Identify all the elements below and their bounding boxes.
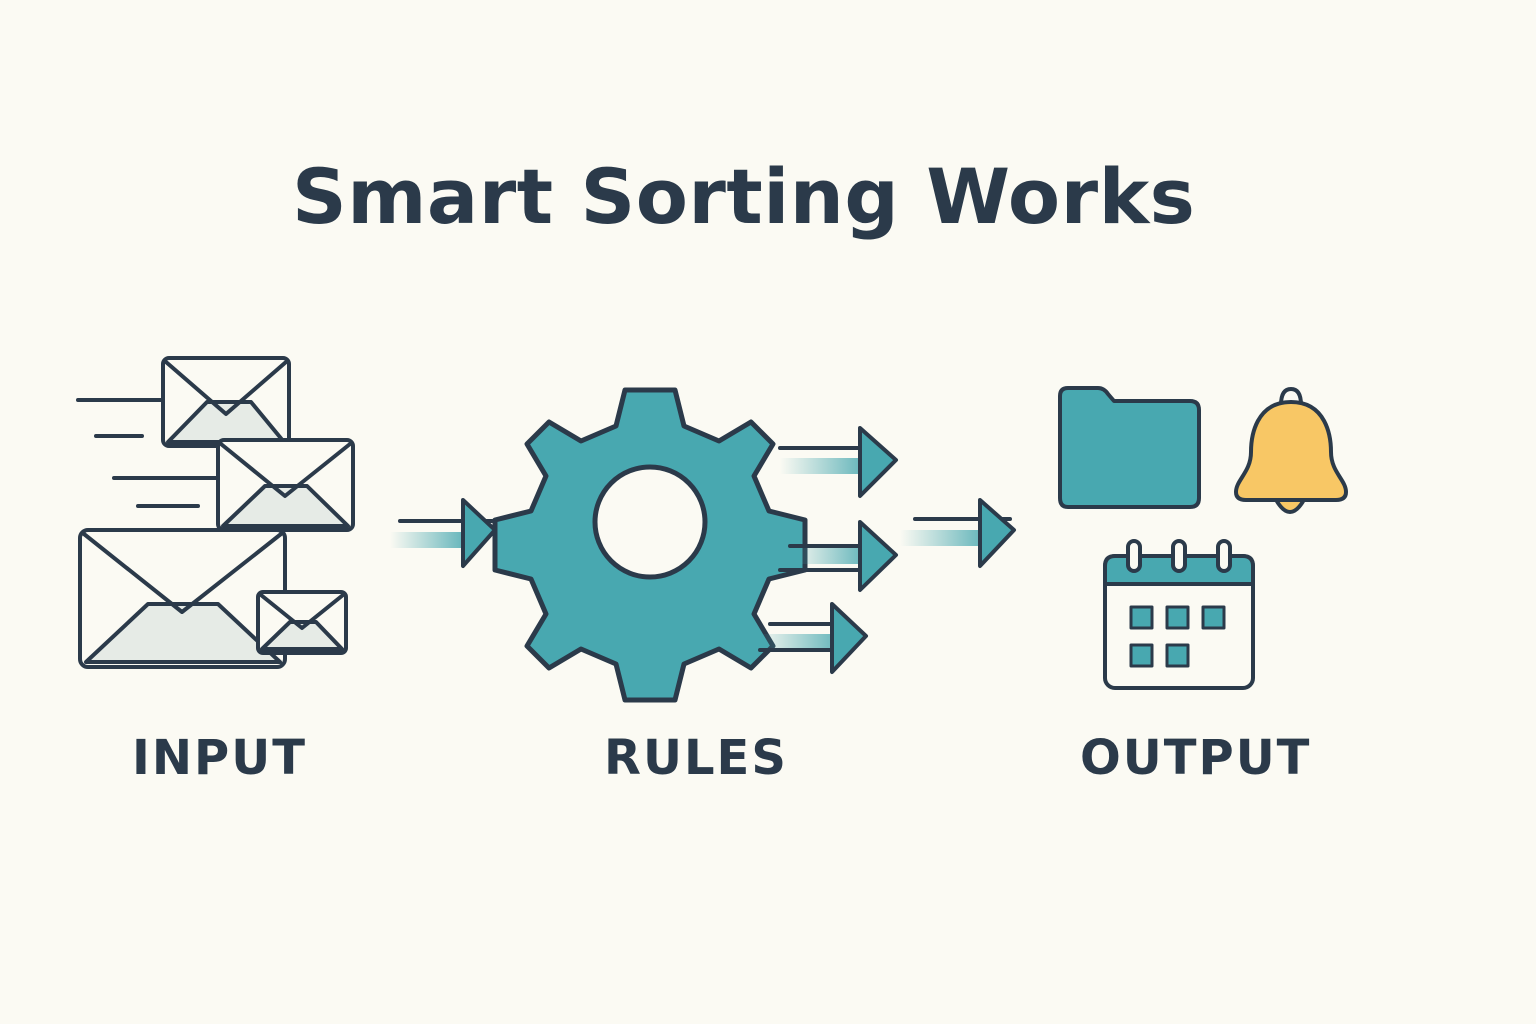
- arrow-rules-to-output: [900, 498, 1016, 568]
- folder-icon: [1058, 386, 1201, 509]
- rules-arrow-3: [755, 602, 868, 674]
- bell-icon: [1234, 387, 1348, 514]
- stage-label-output: OUTPUT: [1080, 730, 1312, 786]
- envelopes-icon: [76, 356, 355, 669]
- calendar-days: [1129, 605, 1226, 668]
- calendar-icon: [1103, 539, 1255, 690]
- diagram-title: Smart Sorting Works: [292, 152, 1196, 241]
- rules-arrows: [755, 426, 898, 674]
- envelope-2: [216, 438, 355, 532]
- stage-label-rules: RULES: [604, 730, 788, 786]
- rules-arrow-2: [778, 520, 898, 592]
- motion-lines: [76, 398, 218, 508]
- gear-icon: [492, 387, 808, 703]
- envelope-1: [161, 356, 291, 448]
- envelope-3: [78, 528, 287, 669]
- stage-label-input: INPUT: [132, 730, 307, 786]
- envelope-4: [256, 590, 348, 655]
- arrow-input-to-rules: [390, 498, 497, 568]
- rules-arrow-1: [778, 426, 898, 498]
